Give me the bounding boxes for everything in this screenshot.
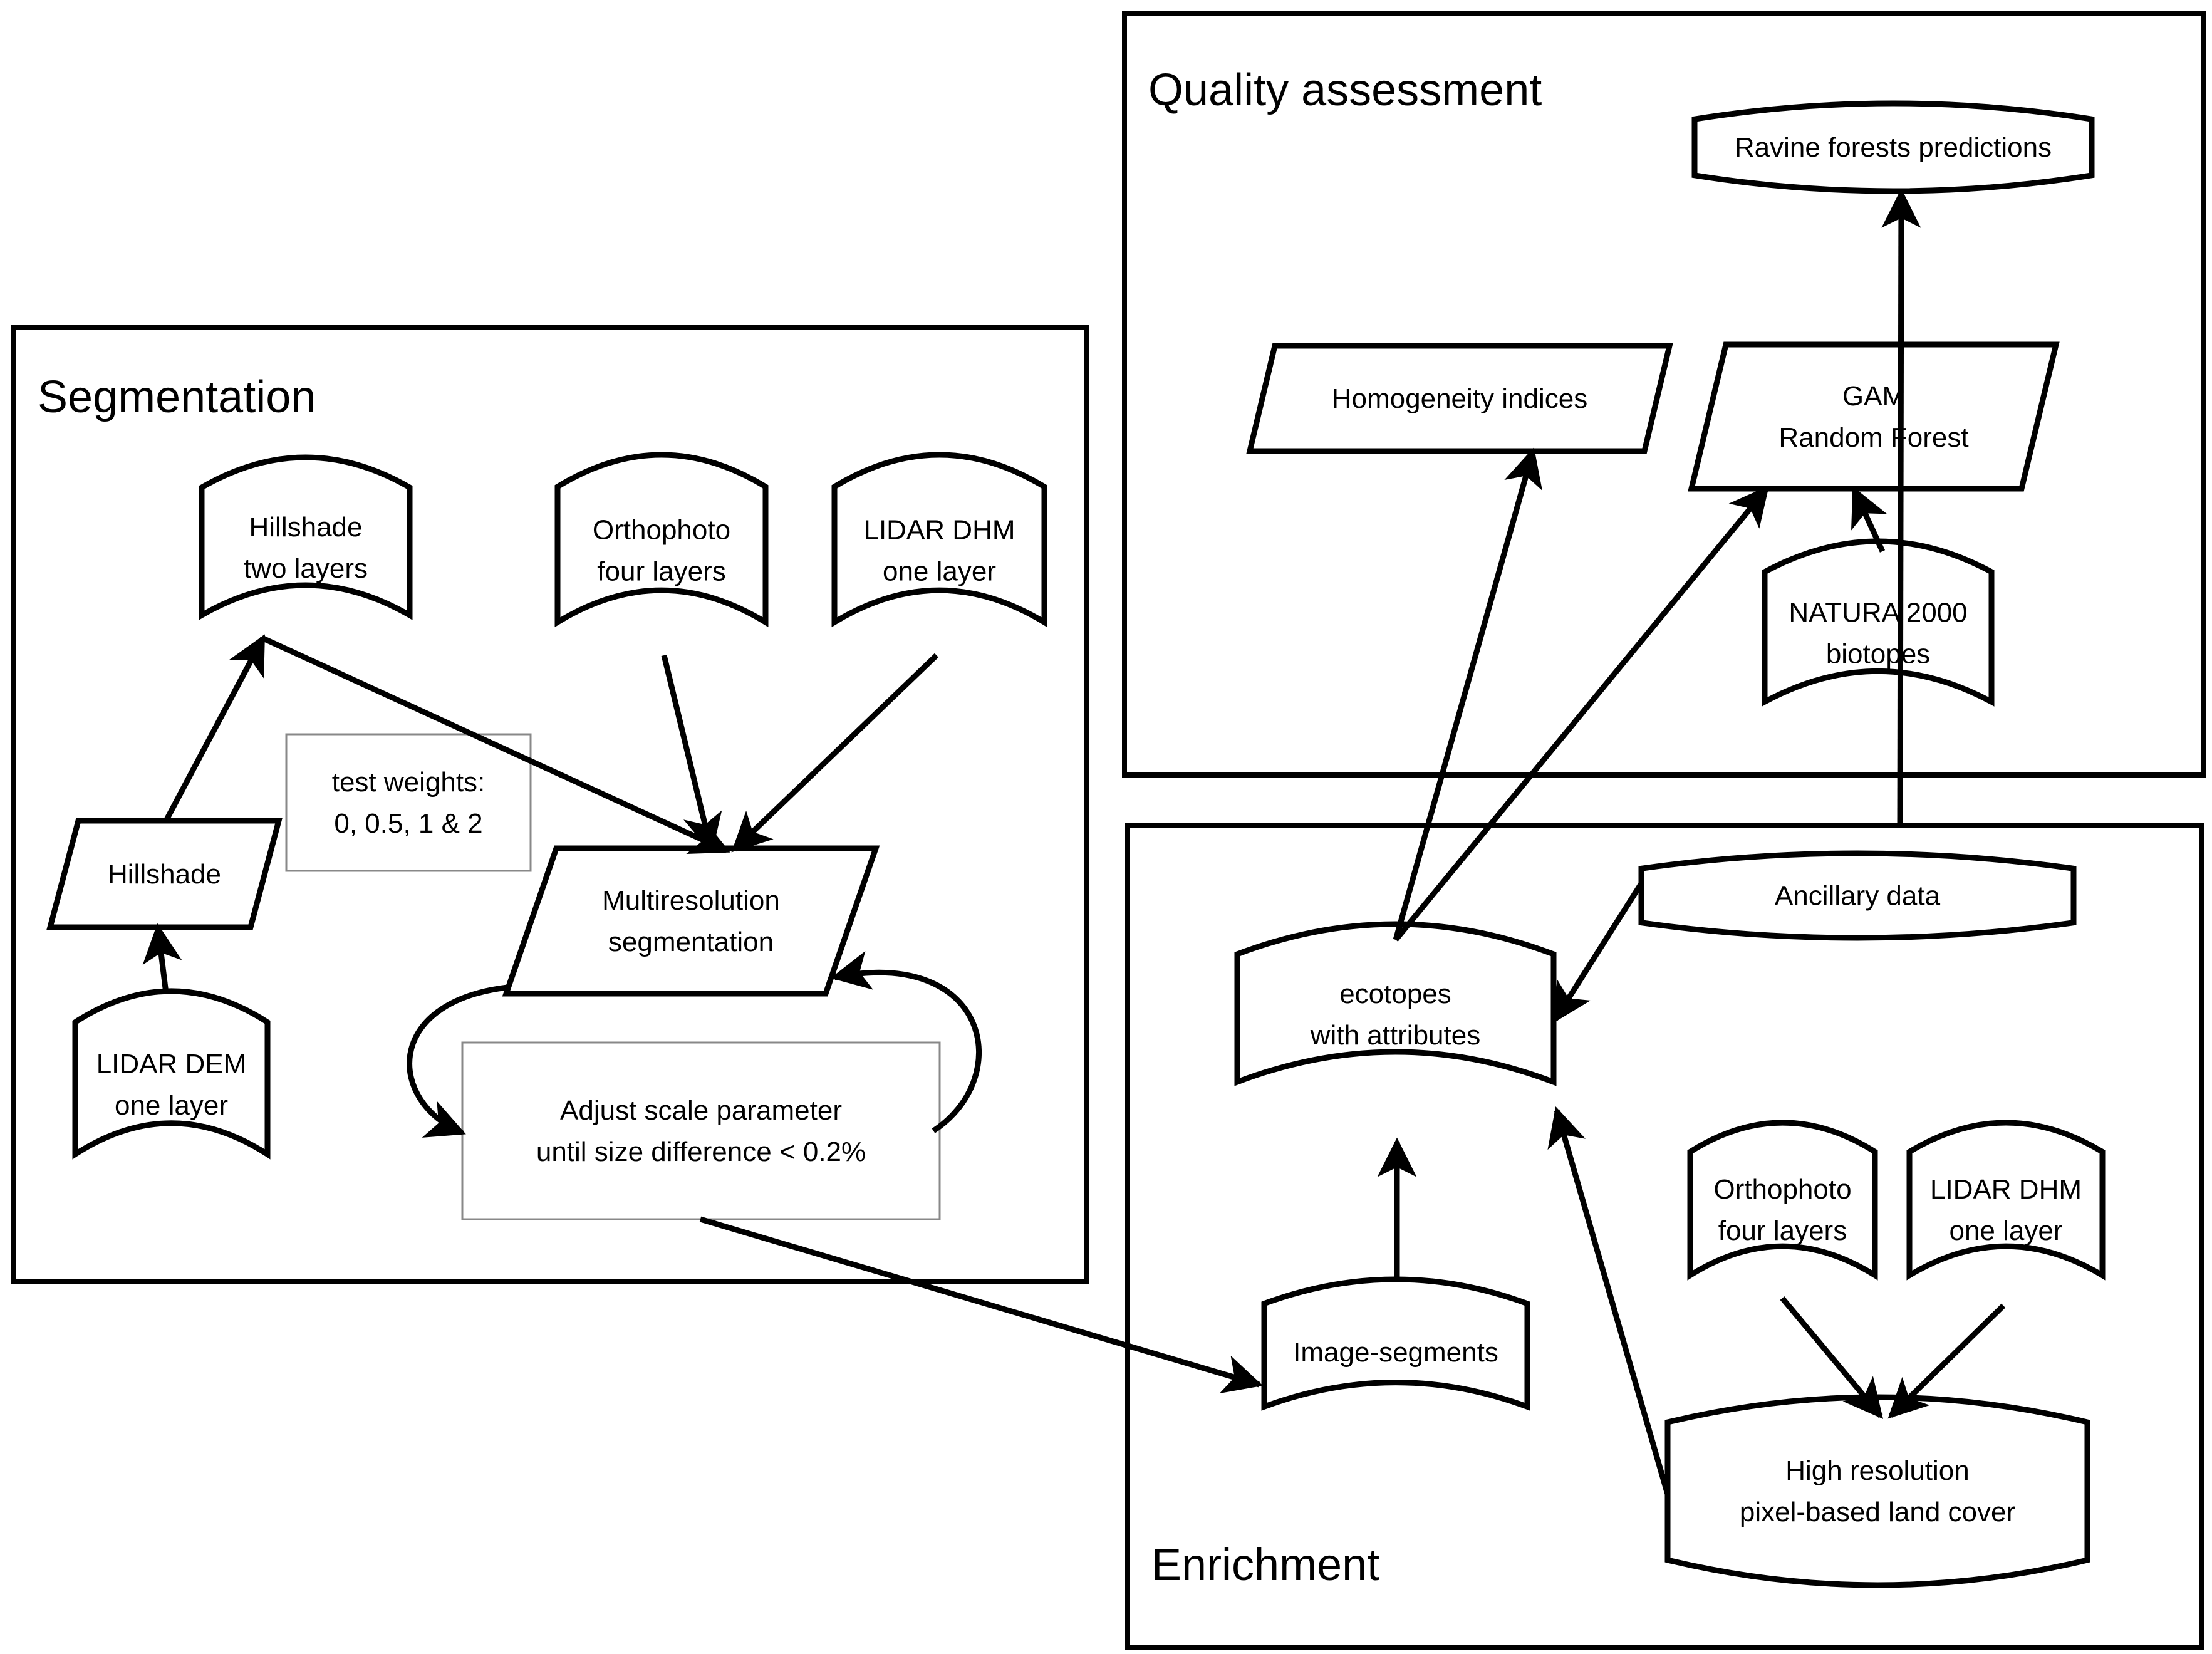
multires-to-adjust-loop-left-arrow bbox=[407, 984, 508, 1138]
gam-label-1: GAM bbox=[1842, 381, 1905, 412]
enrichment-title: Enrichment bbox=[1151, 1540, 1379, 1590]
natura-to-gam-arrow bbox=[1851, 486, 1887, 553]
ortho-seg-label-2: four layers bbox=[597, 556, 725, 587]
segmentation-title: Segmentation bbox=[38, 372, 316, 422]
ortho-enr-label-2: four layers bbox=[1718, 1215, 1847, 1246]
hillshade-layers-node bbox=[199, 454, 413, 620]
lidar-dem-label-1: LIDAR DEM bbox=[96, 1049, 247, 1079]
ancillary-node bbox=[1638, 850, 2077, 941]
ecotopes-node bbox=[1234, 921, 1557, 1086]
multires-label-2: segmentation bbox=[608, 927, 774, 957]
hillshade-node bbox=[46, 818, 283, 930]
lidar-dem-label-2: one layer bbox=[115, 1090, 228, 1121]
hillshade-to-hillshade-layers-arrow bbox=[164, 634, 266, 823]
dhm-to-multires-arrow bbox=[731, 653, 939, 853]
hillshade-layers-label-2: two layers bbox=[244, 553, 368, 584]
ortho-enr-node bbox=[1687, 1120, 1878, 1281]
natura-label-2: biotopes bbox=[1826, 638, 1930, 669]
ortho-seg-label-1: Orthophoto bbox=[593, 515, 730, 546]
ancillary-label-1: Ancillary data bbox=[1775, 881, 1941, 912]
lidar-dhm-enr-label-2: one layer bbox=[1949, 1215, 2062, 1246]
adjust-to-multires-loop-right-arrow bbox=[830, 950, 982, 1133]
adjust-label-1: Adjust scale parameter bbox=[560, 1095, 842, 1126]
dhm-to-landcover-arrow bbox=[1887, 1303, 2006, 1419]
lidar-dem-node bbox=[72, 988, 271, 1160]
test-weights-label-1: test weights: bbox=[332, 767, 485, 798]
lidar-dhm-enr-node bbox=[1906, 1120, 2106, 1281]
quality-assessment-title: Quality assessment bbox=[1148, 65, 1542, 115]
segmentation-panel: Segmentation bbox=[11, 325, 1089, 1284]
land-cover-node bbox=[1664, 1394, 2090, 1588]
multires-label-1: Multiresolution bbox=[602, 885, 780, 916]
ecotopes-to-homogeneity-arrow bbox=[1393, 447, 1543, 941]
lidar-dhm-seg-node bbox=[831, 452, 1047, 628]
quality-assessment-panel: Quality assessment bbox=[1122, 11, 2206, 778]
lidar-dhm-seg-label-2: one layer bbox=[883, 556, 996, 587]
land-cover-label-2: pixel-based land cover bbox=[1740, 1497, 2015, 1527]
ecotopes-label-1: ecotopes bbox=[1339, 979, 1451, 1009]
natura-node bbox=[1762, 538, 1995, 707]
gam-to-ravine-arrow bbox=[1881, 188, 1921, 824]
ravine-label-1: Ravine forests predictions bbox=[1735, 132, 2052, 163]
ancillary-to-ecotopes-arrow bbox=[1552, 882, 1644, 1024]
image-segments-node bbox=[1261, 1276, 1530, 1411]
ortho-to-multires-arrow bbox=[661, 654, 722, 854]
landcover-to-ecotopes-arrow bbox=[1547, 1106, 1671, 1495]
adjust-label-2: until size difference < 0.2% bbox=[536, 1136, 866, 1167]
ortho-enr-label-1: Orthophoto bbox=[1713, 1174, 1851, 1205]
homogeneity-label-1: Homogeneity indices bbox=[1332, 383, 1587, 414]
enrichment-panel: Enrichment bbox=[1125, 823, 2204, 1650]
hillshade-layers-to-multires-arrow bbox=[261, 635, 730, 855]
natura-label-1: NATURA 2000 bbox=[1789, 597, 1967, 628]
ecotopes-to-gam-arrow bbox=[1393, 486, 1770, 942]
test-weights-label-2: 0, 0.5, 1 & 2 bbox=[334, 808, 482, 839]
ecotopes-label-2: with attributes bbox=[1310, 1020, 1480, 1051]
homogeneity-node bbox=[1246, 343, 1673, 454]
hillshade-label-1: Hillshade bbox=[108, 859, 221, 890]
adjust-node bbox=[461, 1041, 941, 1220]
ravine-node bbox=[1691, 100, 2095, 194]
adjust-to-image-segments-arrow bbox=[699, 1216, 1264, 1394]
lidar-dhm-seg-label-1: LIDAR DHM bbox=[863, 515, 1015, 546]
ortho-seg-node bbox=[554, 452, 769, 628]
ortho-to-landcover-arrow bbox=[1780, 1296, 1884, 1419]
land-cover-label-1: High resolution bbox=[1785, 1455, 1970, 1486]
lidar-dhm-enr-label-1: LIDAR DHM bbox=[1930, 1174, 2082, 1205]
image-segments-label-1: Image-segments bbox=[1293, 1337, 1498, 1368]
gam-node bbox=[1688, 341, 2060, 492]
test-weights-node bbox=[285, 733, 532, 872]
gam-label-2: Random Forest bbox=[1778, 422, 1968, 453]
dem-to-hillshade-arrow bbox=[142, 923, 182, 994]
multires-node bbox=[502, 845, 880, 997]
hillshade-layers-label-1: Hillshade bbox=[249, 512, 363, 543]
